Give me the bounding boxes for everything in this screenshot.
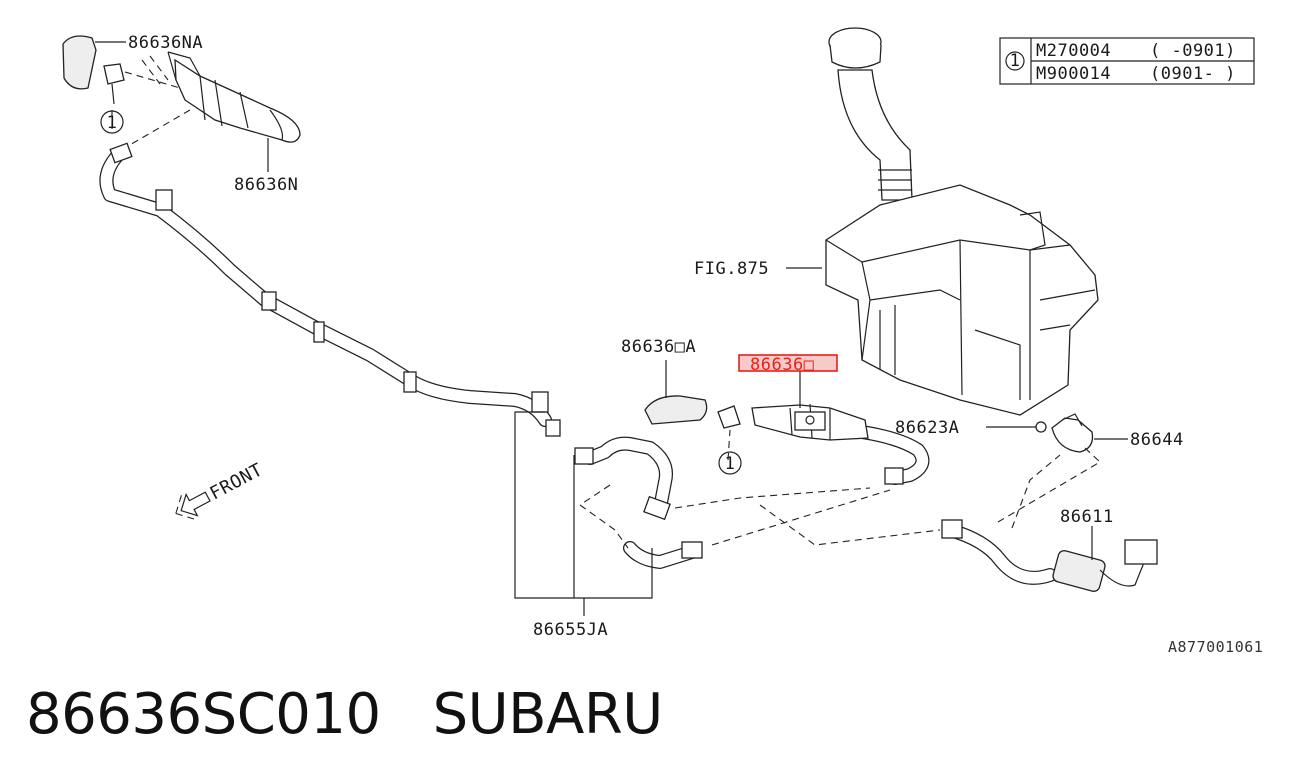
washer-tank: [825, 27, 1099, 416]
parts-diagram: 1 M270004 ( -0901) M900014 (0901- ): [62, 27, 1263, 656]
callout-86623a: 86623A: [895, 418, 959, 438]
bolt-ref-center-number: 1: [725, 454, 736, 474]
callout-86636na: 86636NA: [128, 33, 203, 53]
callout-86644: 86644: [1130, 430, 1184, 450]
nozzle-assembly-center: [644, 395, 869, 441]
legend-row-1-range: ( -0901): [1150, 41, 1236, 61]
callout-86611: 86611: [1060, 507, 1114, 527]
front-arrow-icon: [180, 491, 211, 517]
highlight-box: [738, 354, 838, 372]
washer-hoses: [99, 142, 1057, 585]
bolt-ref-left-number: 1: [107, 113, 118, 133]
bolt-ref-left: 1: [100, 110, 124, 134]
leader-lines: [95, 41, 1128, 616]
callout-86655ja: 86655JA: [533, 620, 608, 640]
legend-row-2-part: M900014: [1036, 64, 1111, 84]
callout-86636a: 86636□A: [621, 337, 696, 357]
front-indicator: FRONT: [175, 459, 266, 521]
legend-table: 1 M270004 ( -0901) M900014 (0901- ): [999, 37, 1255, 85]
callout-86636n: 86636N: [234, 175, 298, 195]
grommet: [1035, 421, 1047, 433]
legend-symbol: 1: [1010, 51, 1021, 71]
washer-pump: [1052, 539, 1158, 592]
nozzle-cap-center: [644, 395, 708, 425]
nozzle-assembly-left: [62, 35, 301, 147]
callout-86636-highlighted[interactable]: 86636□: [750, 355, 815, 375]
nozzle-cap-left: [62, 35, 97, 90]
legend-row-2-range: (0901- ): [1150, 64, 1236, 84]
caption-part-number: 86636SC010: [26, 682, 381, 747]
caption-brand: SUBARU: [432, 682, 664, 747]
bolt-ref-center: 1: [718, 451, 742, 475]
routing-lines: [111, 110, 1101, 549]
caption: 86636SC010 SUBARU: [26, 682, 663, 747]
diagram-reference-id: A877001061: [1168, 638, 1263, 656]
front-label: FRONT: [206, 459, 266, 504]
legend-row-1-part: M270004: [1036, 41, 1111, 61]
legend-symbol-circle: [1005, 51, 1025, 71]
clip: [1051, 413, 1094, 453]
callout-fig875: FIG.875: [694, 259, 769, 279]
